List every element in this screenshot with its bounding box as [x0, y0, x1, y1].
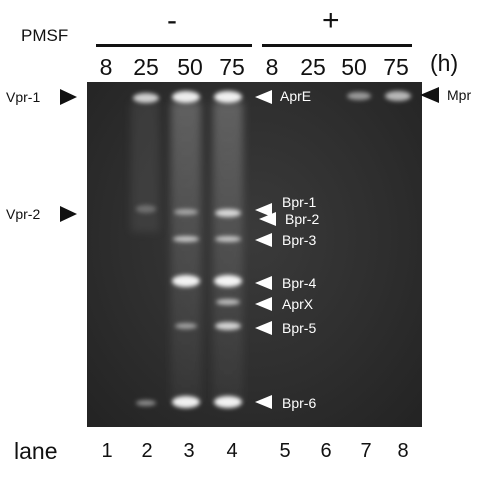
time-unit: (h): [430, 50, 459, 76]
band-apre-lane2: [133, 93, 159, 103]
arrowhead-bpr6: [255, 395, 272, 409]
band-label-bpr2: Bpr-2: [285, 211, 320, 227]
lane-4-smear: [213, 102, 243, 402]
arrowhead-apre: [255, 90, 272, 104]
time-label: 8: [265, 54, 279, 80]
band-label-bpr3: Bpr-3: [282, 232, 317, 248]
time-label: 25: [300, 54, 326, 80]
band-bpr4-lane4: [214, 275, 242, 287]
lane-number: 5: [279, 440, 291, 462]
time-label: 75: [219, 54, 245, 80]
time-label: 75: [383, 54, 409, 80]
gel-bands: [131, 90, 411, 409]
lane-number: 4: [226, 440, 238, 462]
gel-image: [87, 82, 422, 427]
band-bpr5-lane3: [175, 323, 197, 329]
band-aprx-lane4: [216, 299, 240, 305]
minus-group-bracket: [96, 44, 252, 47]
time-label: 25: [133, 54, 159, 80]
band-bpr2-lane3: [174, 209, 198, 215]
lane-number: 7: [360, 440, 372, 462]
marker-label-vpr1: Vpr-1: [6, 89, 41, 105]
marker-arrow-vpr1: [60, 89, 77, 105]
time-label: 50: [177, 54, 203, 80]
lane-3-smear: [171, 102, 201, 402]
band-bpr3-lane4: [215, 236, 241, 242]
band-bpr6-lane4: [214, 396, 242, 408]
arrowhead-bpr4: [255, 276, 272, 290]
marker-arrow-vpr2: [60, 206, 77, 222]
arrowhead-aprx: [255, 297, 272, 311]
arrowhead-bpr2: [259, 212, 276, 226]
lane-number: 6: [320, 440, 332, 462]
band-label-bpr5: Bpr-5: [282, 320, 317, 336]
band-apre-lane4: [214, 91, 242, 103]
band-mpr-lane8: [385, 91, 411, 101]
time-label: 8: [99, 54, 113, 80]
pmsf-label: PMSF: [21, 26, 69, 45]
arrowhead-bpr5: [255, 321, 272, 335]
band-bpr6-lane2: [136, 400, 156, 406]
band-bpr6-lane3: [172, 396, 200, 408]
band-bpr4-lane3: [172, 275, 200, 287]
band-mpr-lane7: [347, 92, 371, 100]
band-bpr2-lane4: [215, 209, 241, 217]
arrowhead-bpr3: [255, 233, 272, 247]
marker-label-vpr2: Vpr-2: [6, 206, 41, 222]
plus-group-bracket: [262, 44, 412, 47]
band-label-bpr1: Bpr-1: [282, 194, 317, 210]
band-vpr2-lane2: [136, 205, 156, 213]
band-label-bpr6: Bpr-6: [282, 395, 317, 411]
band-bpr5-lane4: [215, 322, 241, 330]
band-label-apre: AprE: [280, 88, 312, 104]
band-apre-lane3: [172, 91, 200, 103]
band-bpr3-lane3: [173, 236, 199, 242]
lane-number: 8: [397, 440, 409, 462]
plus-group-sign: +: [322, 4, 340, 37]
marker-arrow-mpr: [420, 87, 439, 103]
marker-label-mpr: Mpr: [447, 87, 472, 103]
band-arrowheads: [255, 90, 276, 409]
band-label-aprx: AprX: [282, 296, 314, 312]
band-label-bpr4: Bpr-4: [282, 275, 317, 291]
lane-label: lane: [14, 438, 58, 464]
lane-number: 2: [141, 440, 153, 462]
minus-group-sign: -: [167, 4, 177, 37]
lane-number: 3: [183, 440, 195, 462]
lane-number: 1: [101, 440, 113, 462]
time-label: 50: [341, 54, 367, 80]
arrowhead-bpr1: [255, 203, 272, 217]
